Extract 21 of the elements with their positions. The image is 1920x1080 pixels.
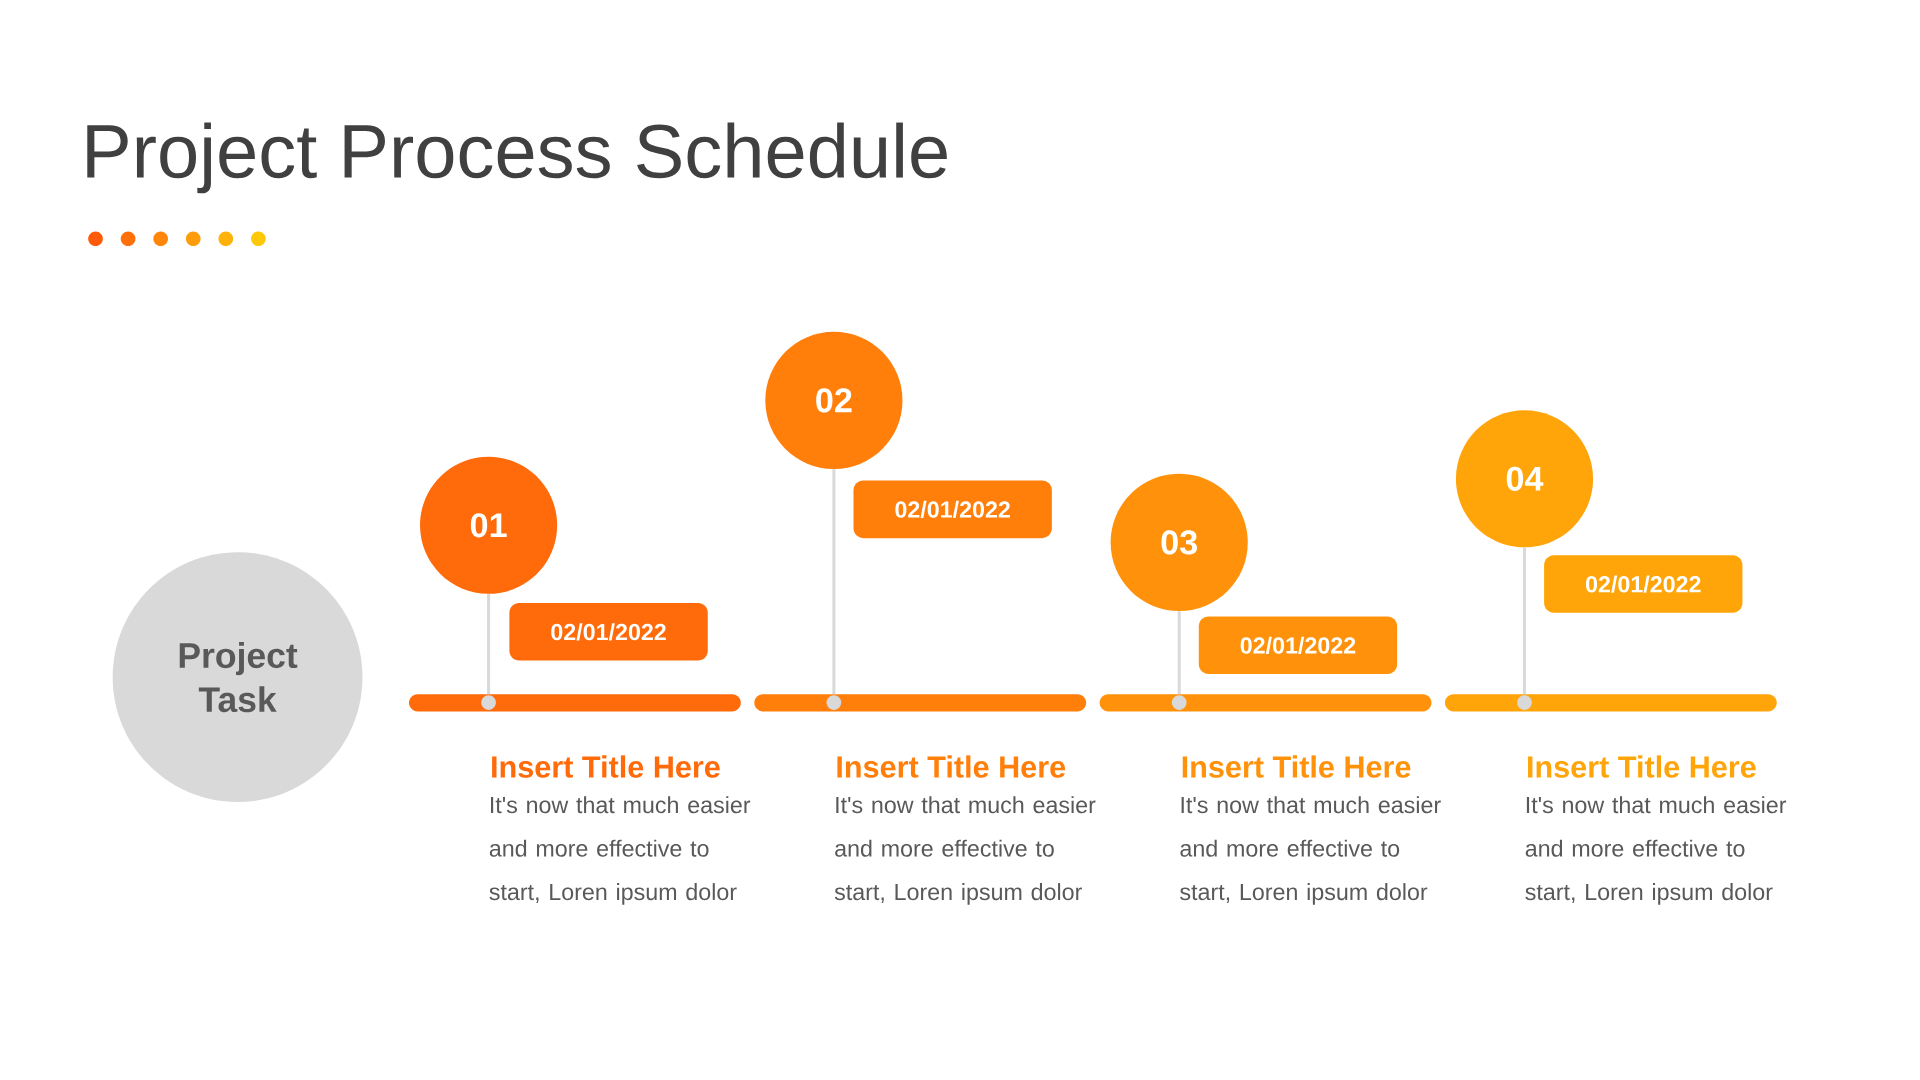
date-badge: 02/01/2022 (1198, 616, 1398, 675)
connector-line (481, 594, 496, 710)
item-description: It's now that much easier and more effective to start, Loren ipsum dolor (1525, 796, 1787, 905)
connector-line (1517, 547, 1532, 710)
title: Project Process Schedule (87, 122, 947, 194)
item-description: It's now that much easier and more effective to start, Loren ipsum dolor (834, 796, 1096, 905)
connector-line (1171, 611, 1187, 710)
date-badge: 02/01/2022 (1544, 555, 1743, 613)
item-title: Insert Title Here (1182, 755, 1411, 778)
item-title: Insert Title Here (492, 755, 720, 778)
connector-line (826, 469, 842, 710)
item-description: It's now that much easier and more effective to start, Loren ipsum dolor (1180, 796, 1441, 905)
item-title: Insert Title Here (1528, 755, 1756, 778)
timeline-bar (1444, 694, 1777, 712)
item-description: It's now that much easier and more effective to start, Loren ipsum dolor (489, 796, 751, 905)
date-badge: 02/01/2022 (509, 603, 708, 661)
date-badge: 02/01/2022 (853, 480, 1052, 539)
timeline-bar (754, 694, 1087, 712)
timeline-bar (1099, 694, 1432, 712)
item-title: Insert Title Here (837, 755, 1066, 778)
timeline-bar (409, 694, 741, 712)
